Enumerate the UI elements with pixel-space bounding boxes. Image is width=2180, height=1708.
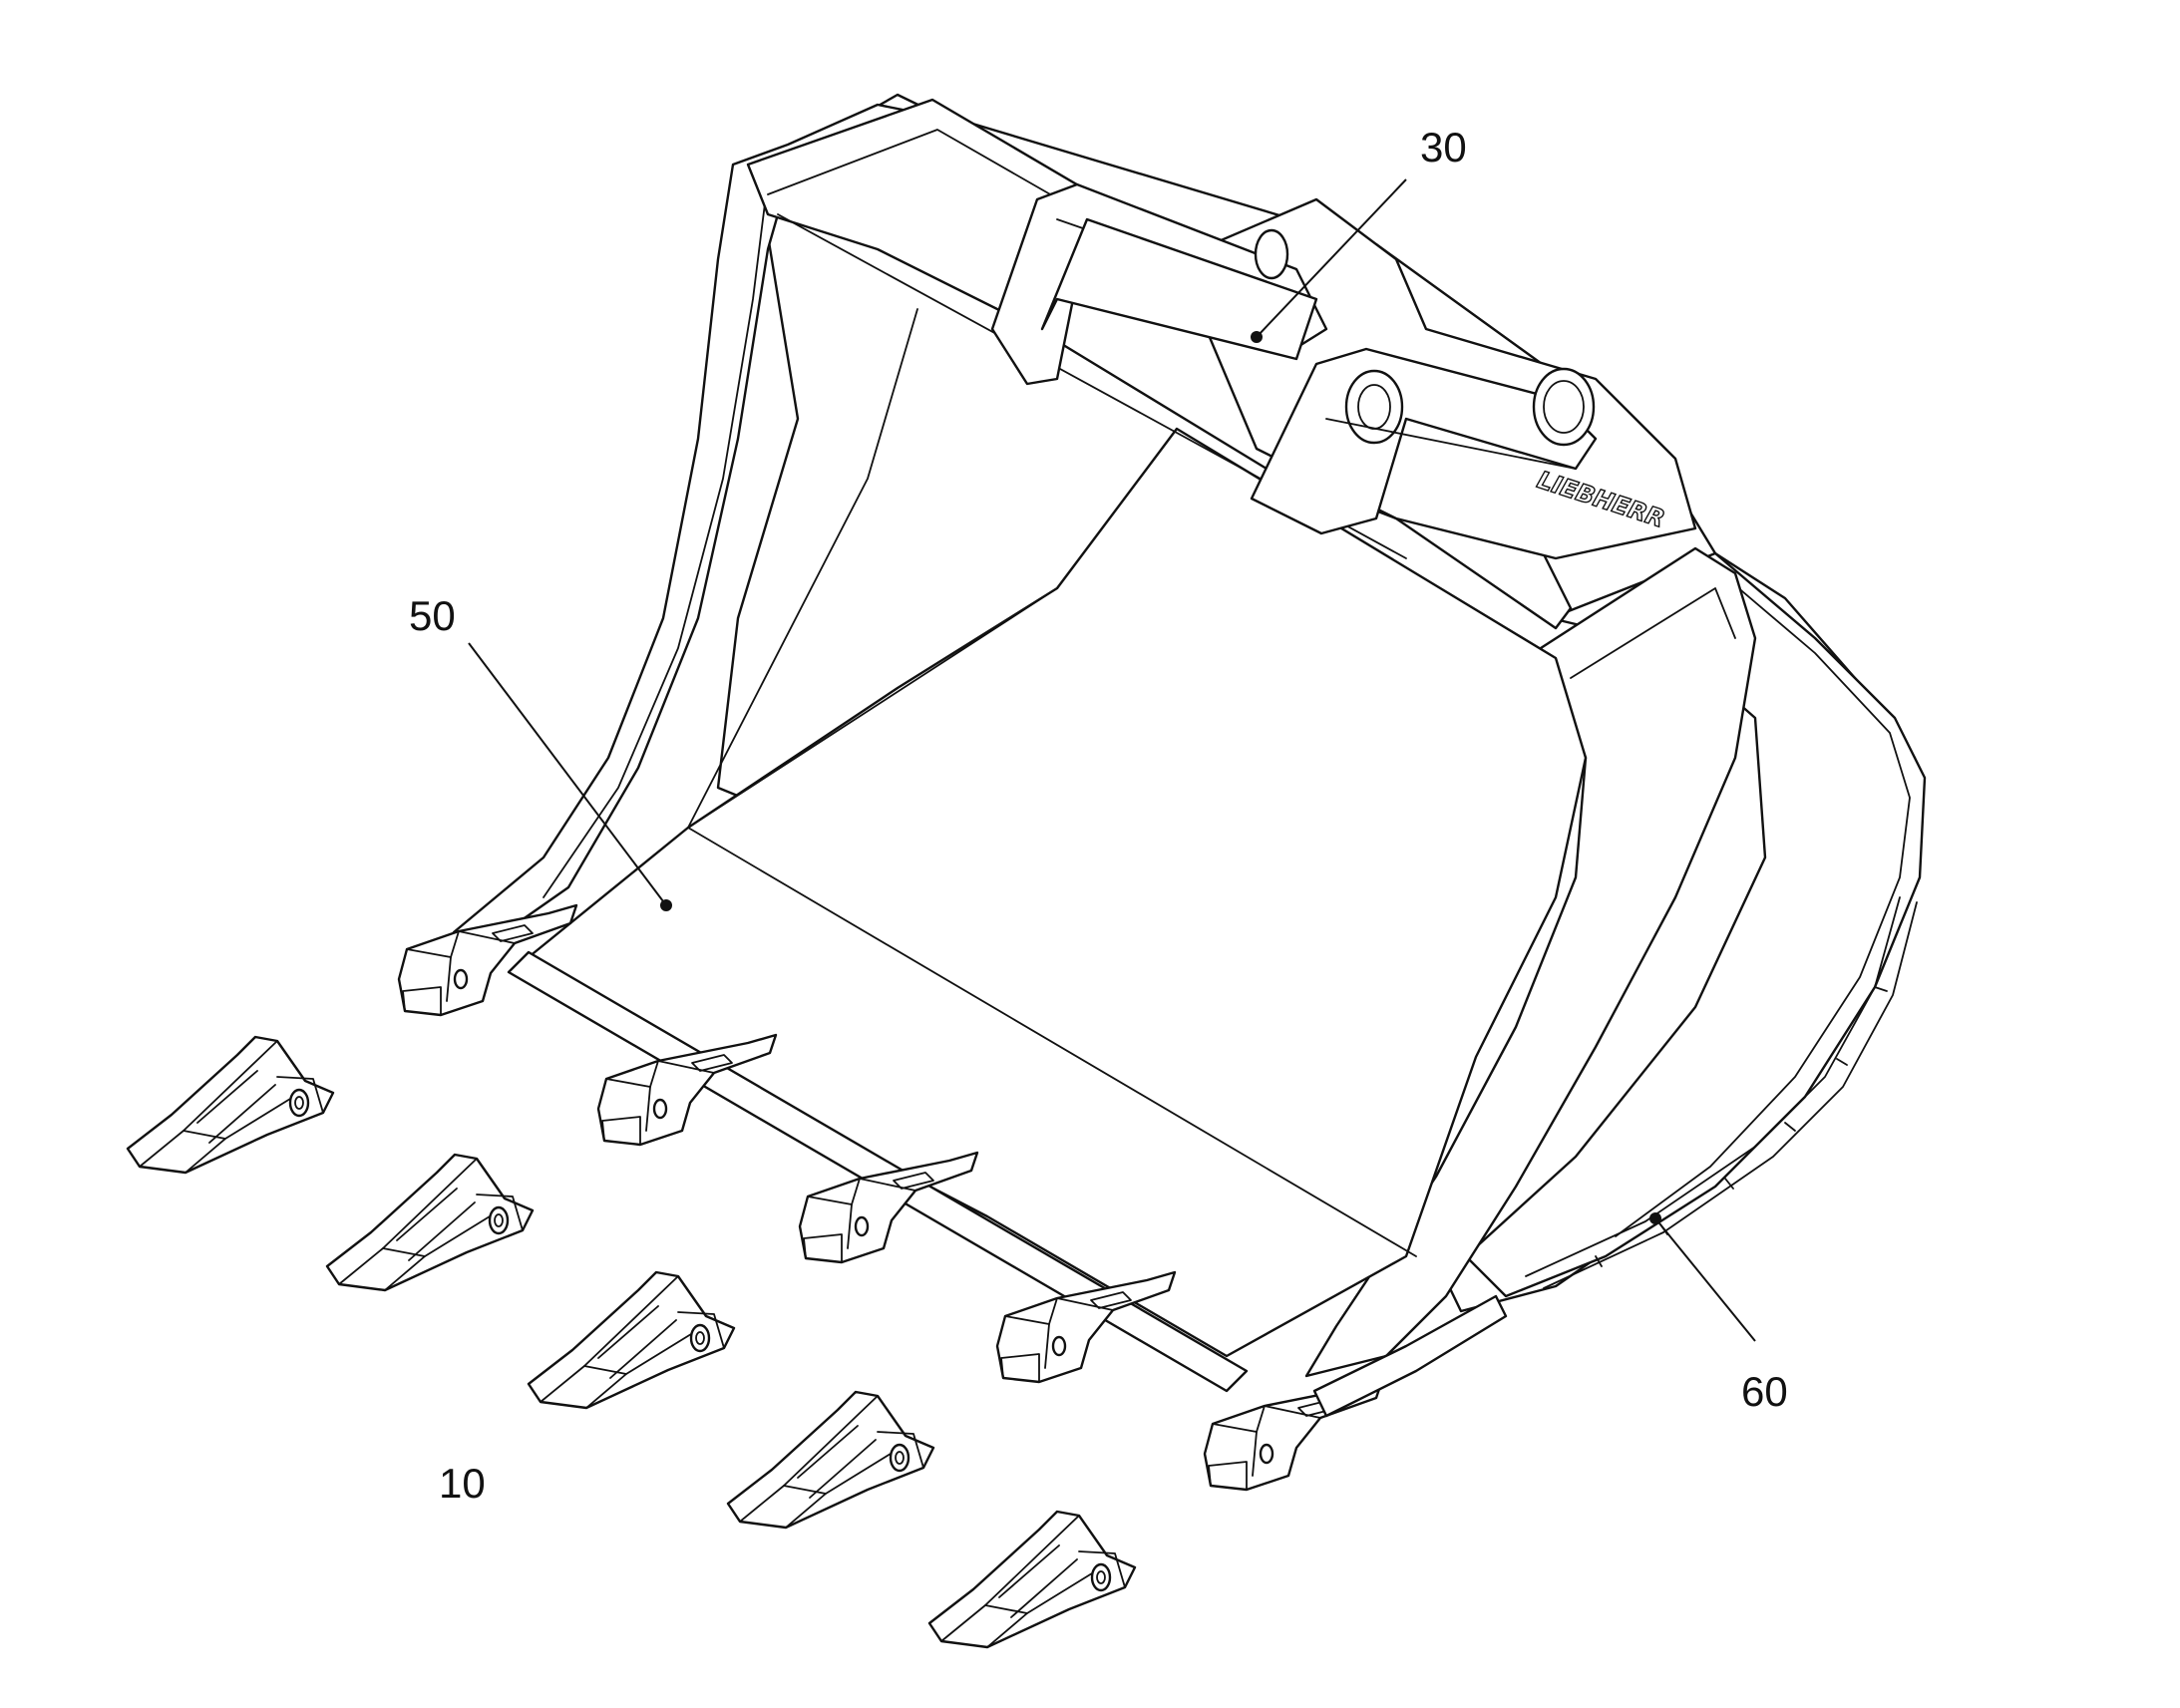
side-cutter [1312,1294,1508,1418]
right-front-upright [1304,546,1757,1378]
ref-label-60: 60 [1741,1368,1788,1415]
reference-leaders [468,178,1756,1342]
ref-label-30: 30 [1420,124,1467,171]
coupler-bracket-right [1250,347,1598,535]
ref-label-50: 50 [409,592,456,639]
ref-label-10: 10 [439,1460,486,1507]
pin-bore-left [1254,228,1289,280]
bucket-floor [527,427,1588,1358]
wear-strip [1525,896,1918,1289]
pin-bore-right [1532,367,1596,447]
